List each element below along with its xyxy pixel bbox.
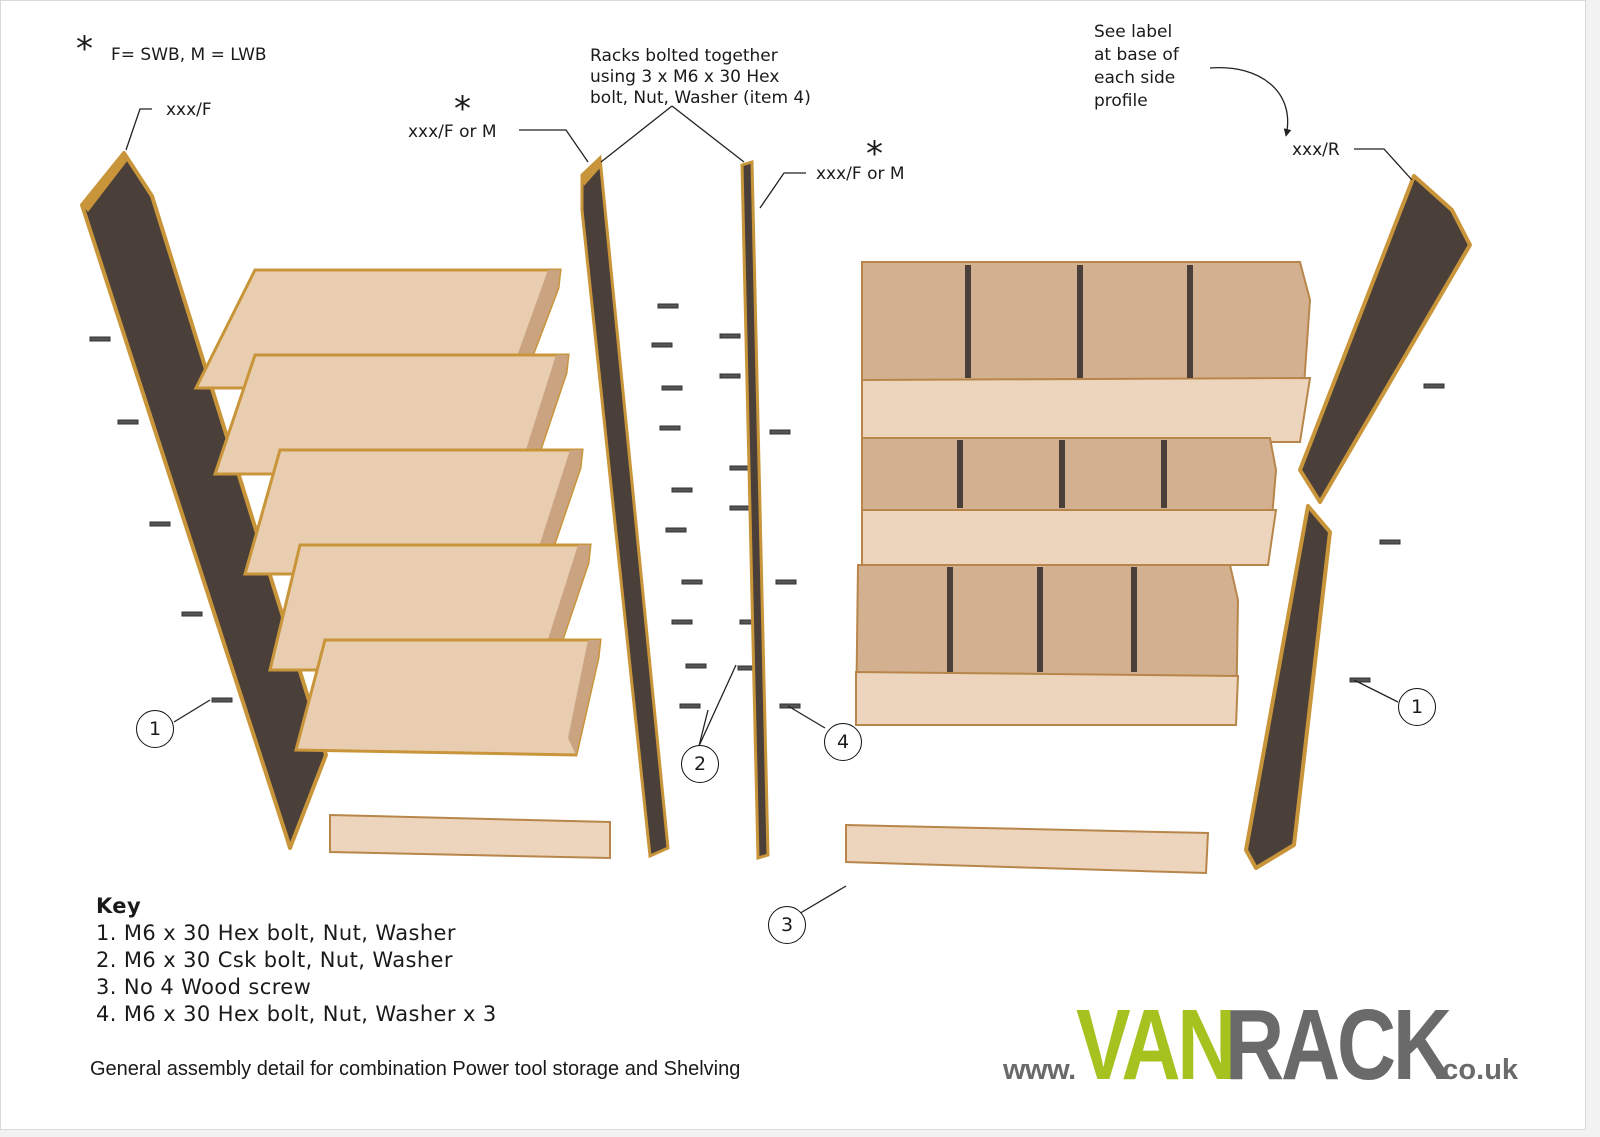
key-title: Key: [96, 894, 142, 918]
left-panel-label: xxx/F: [166, 100, 212, 120]
racks-bolted-line2: using 3 x M6 x 30 Hex: [590, 67, 780, 87]
mid-left-panel: [580, 154, 670, 859]
logo-www: www.: [1003, 1054, 1076, 1086]
callout-2: 2: [681, 745, 719, 783]
logo-couk: .co.uk: [1434, 1054, 1519, 1086]
asterisk-mid-left: *: [454, 89, 471, 129]
racks-bolted-line3: bolt, Nut, Washer (item 4): [590, 88, 811, 108]
drawing-caption: General assembly detail for combination …: [90, 1058, 741, 1080]
logo-van: VAN: [1075, 989, 1236, 1101]
tool-storage-unit: [854, 261, 1312, 726]
see-label-line2: at base of: [1094, 45, 1179, 65]
vanrack-logo: www.VANRACK.co.uk: [1003, 988, 1518, 1101]
asterisk-note: *: [76, 29, 93, 69]
leader-lines: [125, 67, 1413, 919]
callout-4: 4: [824, 723, 862, 761]
left-side-panel: [80, 151, 328, 850]
shelf-stack: [193, 268, 602, 757]
racks-bolted-line1: Racks bolted together: [590, 46, 778, 66]
see-label-line1: See label: [1094, 22, 1173, 42]
key-item: 4. M6 x 30 Hex bolt, Nut, Washer x 3: [96, 1002, 497, 1026]
mid-left-panel-label: xxx/F or M: [408, 122, 497, 142]
callout-1-left: 1: [136, 710, 174, 748]
mid-right-panel: [740, 159, 770, 861]
kick-boards: [329, 813, 1210, 875]
mid-right-panel-label: xxx/F or M: [816, 164, 905, 184]
callout-3: 3: [768, 906, 806, 944]
key-item: 1. M6 x 30 Hex bolt, Nut, Washer: [96, 921, 456, 945]
logo-rack: RACK: [1225, 989, 1452, 1101]
key-item: 2. M6 x 30 Csk bolt, Nut, Washer: [96, 948, 453, 972]
note-text: F= SWB, M = LWB: [111, 45, 267, 65]
callout-1-right: 1: [1398, 688, 1436, 726]
see-label-line4: profile: [1094, 91, 1148, 111]
parts-key: Key 1. M6 x 30 Hex bolt, Nut, Washer 2. …: [96, 893, 497, 1028]
see-label-line3: each side: [1094, 68, 1176, 88]
key-item: 3. No 4 Wood screw: [96, 975, 312, 999]
right-panel-label: xxx/R: [1292, 140, 1340, 160]
right-side-panel: [1244, 174, 1472, 870]
asterisk-mid-right: *: [866, 134, 883, 174]
bolts-column: [89, 303, 1445, 709]
